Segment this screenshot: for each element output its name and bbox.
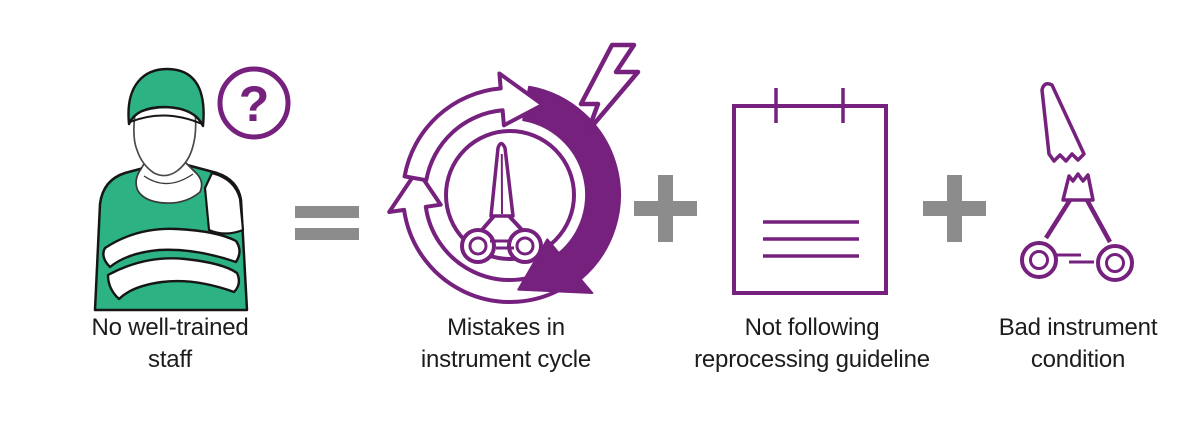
- instrument-cycle-icon: [387, 71, 621, 304]
- question-mark-glyph: ?: [239, 76, 270, 132]
- guideline-document-icon: [732, 88, 888, 295]
- caption-line: instrument cycle: [420, 346, 592, 373]
- lightning-bolt-icon: [578, 42, 641, 134]
- question-badge: ?: [217, 66, 291, 140]
- caption-line: reprocessing guideline: [694, 346, 930, 373]
- caption-cycle: Mistakes in instrument cycle: [376, 312, 636, 376]
- equals-operator: [295, 206, 359, 241]
- caption-line: staff: [148, 346, 192, 373]
- broken-instrument-icon: [1020, 82, 1134, 282]
- surgeon-icon: ?: [93, 66, 291, 312]
- caption-condition: Bad instrument condition: [948, 312, 1200, 376]
- caption-line: Mistakes in: [447, 314, 565, 341]
- equals-bar: [295, 228, 359, 240]
- equals-bar: [295, 206, 359, 218]
- caption-line: condition: [1030, 346, 1126, 373]
- caption-line: Bad instrument: [998, 314, 1158, 341]
- plus-bar: [658, 175, 673, 242]
- plus-bar: [947, 175, 962, 242]
- caption-line: No well-trained: [91, 314, 249, 341]
- forceps-icon: [460, 141, 543, 264]
- plus-operator: [634, 175, 697, 242]
- caption-line: Not following: [744, 314, 880, 341]
- plus-operator: [923, 175, 986, 242]
- caption-guideline: Not following reprocessing guideline: [672, 312, 952, 376]
- caption-staff: No well-trained staff: [40, 312, 300, 376]
